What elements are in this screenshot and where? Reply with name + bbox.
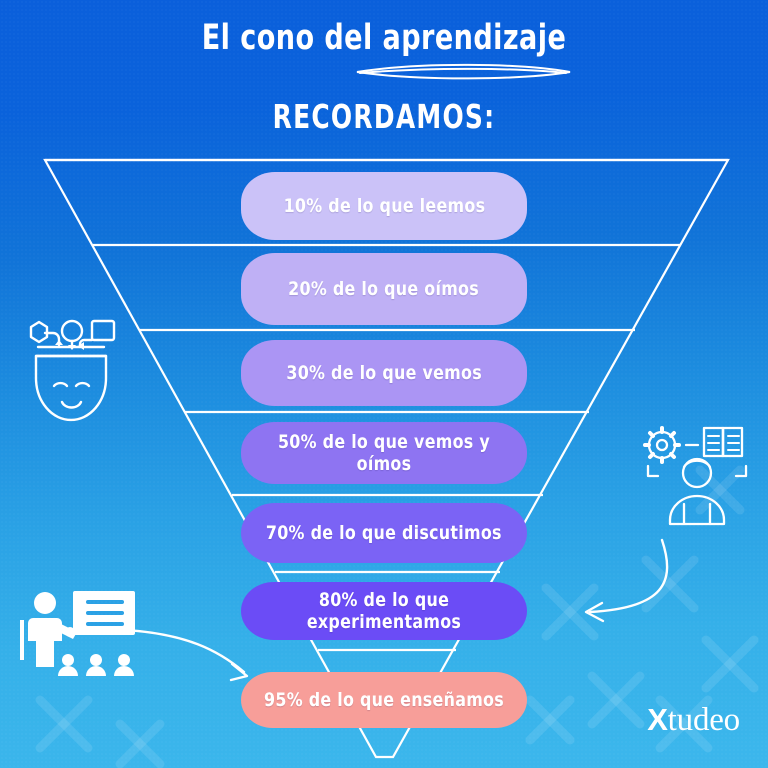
funnel-band-95: 95% de lo que enseñamos [241, 672, 527, 728]
page-subtitle: RECORDAMOS: [272, 97, 496, 136]
funnel-band-label: 30% de lo que vemos [286, 362, 482, 384]
arrow-right-to-band [584, 538, 669, 623]
arrow-left-to-band [124, 628, 249, 682]
page-title: El cono del aprendizaje [201, 18, 567, 58]
funnel-band-20: 20% de lo que oímos [241, 253, 527, 325]
title-underline-swoosh [356, 63, 571, 80]
funnel-band-label: 20% de lo que oímos [288, 278, 480, 300]
funnel-band-10: 10% de lo que leemos [241, 172, 527, 240]
logo-wordmark: tudeo [667, 702, 741, 738]
funnel-band-label: 50% de lo que vemos y oímos [277, 431, 491, 475]
head-learning-icon [29, 319, 116, 422]
funnel-band-80: 80% de lo que experimentamos [241, 582, 527, 640]
funnel-band-70: 70% de lo que discutimos [241, 503, 527, 563]
teacher-board-lines [86, 600, 124, 626]
funnel-band-label: 70% de lo que discutimos [266, 522, 502, 544]
funnel-band-label: 95% de lo que enseñamos [264, 689, 504, 711]
funnel-band-label: 10% de lo que leemos [283, 195, 485, 217]
funnel-band-label: 80% de lo que experimentamos [306, 589, 462, 633]
logo-x-mark: X [647, 702, 668, 737]
funnel-band-30: 30% de lo que vemos [241, 340, 527, 406]
gear-book-person-icon [643, 426, 748, 526]
funnel-band-50: 50% de lo que vemos y oímos [241, 422, 527, 484]
